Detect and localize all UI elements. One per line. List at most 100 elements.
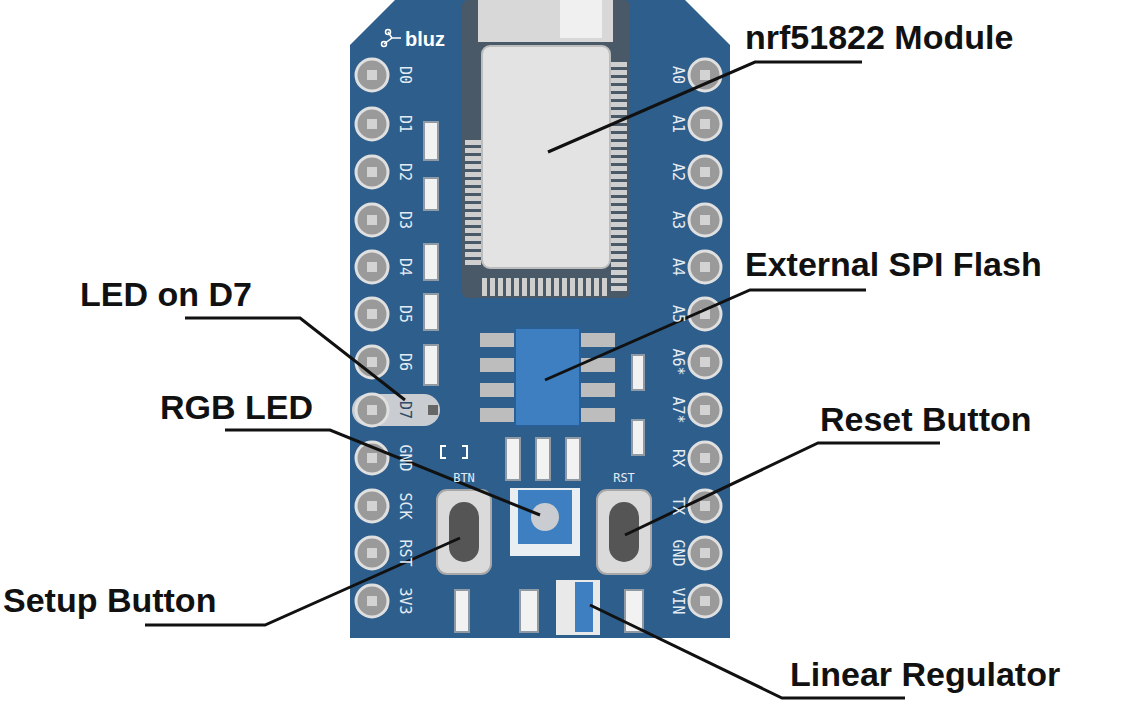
pin-label: RX — [670, 449, 685, 467]
module-castellation — [465, 188, 481, 193]
pin-hole — [367, 262, 377, 272]
module-castellation — [611, 182, 627, 187]
nrf51822-module — [482, 46, 610, 268]
module-castellation — [465, 252, 481, 257]
pin-pad — [689, 346, 721, 378]
logo-icon — [382, 42, 387, 47]
module-castellation — [465, 172, 481, 177]
pin-hole — [700, 262, 710, 272]
callout-label: External SPI Flash — [745, 247, 1042, 281]
pin-hole — [367, 119, 377, 129]
pin-label: SCK — [397, 492, 412, 519]
flash-pin — [480, 383, 516, 397]
pin-label: A4 — [670, 258, 685, 276]
pin-hole — [367, 501, 377, 511]
pin-hole — [367, 596, 377, 606]
callout-label: Reset Button — [820, 402, 1032, 436]
pin-label: D1 — [397, 115, 412, 133]
module-castellation — [611, 94, 627, 99]
module-castellation — [465, 148, 481, 153]
pin-pad — [689, 204, 721, 236]
callout-label: Setup Button — [3, 583, 216, 617]
pin-label: D2 — [397, 163, 412, 181]
module-castellation — [611, 126, 627, 131]
pin-pad — [689, 108, 721, 140]
module-castellation — [530, 278, 535, 296]
module-castellation — [611, 62, 627, 67]
module-castellation — [611, 254, 627, 259]
module-frame — [462, 0, 630, 298]
pin-label: RST — [397, 539, 412, 566]
module-castellation — [522, 278, 527, 296]
module-castellation — [611, 174, 627, 179]
module-castellation — [546, 278, 551, 296]
passive-component — [455, 590, 469, 632]
d7-highlight — [352, 394, 440, 426]
pin-label: GND — [397, 444, 412, 471]
logo-icon — [386, 30, 391, 35]
module-castellation — [570, 278, 575, 296]
pin-label: D6 — [397, 353, 412, 371]
pin-hole — [700, 453, 710, 463]
module-castellation — [594, 278, 599, 296]
module-castellation — [611, 190, 627, 195]
module-castellation — [465, 220, 481, 225]
pin-label: D4 — [397, 258, 412, 276]
regulator-tab — [575, 582, 593, 632]
passive-component — [424, 122, 438, 160]
module-castellation — [602, 278, 607, 296]
pin-pad — [689, 251, 721, 283]
flash-pin — [480, 358, 516, 372]
pin-label: A7* — [670, 396, 685, 423]
module-castellation — [465, 196, 481, 201]
pin-label: TX — [670, 497, 685, 515]
pin-pad — [356, 394, 388, 426]
callout-label: nrf51822 Module — [745, 20, 1013, 54]
module-castellation — [611, 278, 627, 283]
passive-component — [424, 178, 438, 210]
rgb-led-body — [518, 490, 572, 544]
module-castellation — [465, 156, 481, 161]
passive-component — [424, 345, 438, 385]
module-castellation — [611, 262, 627, 267]
pin-pad — [356, 59, 388, 91]
leader-line — [548, 62, 862, 152]
passive-component — [632, 355, 644, 390]
pin-hole — [367, 215, 377, 225]
pin-hole — [700, 167, 710, 177]
callout-label: RGB LED — [160, 390, 313, 424]
pin-label: A6* — [670, 348, 685, 375]
module-castellation — [506, 278, 511, 296]
module-castellation — [482, 278, 487, 296]
pin-pad — [689, 490, 721, 522]
push-button-cap — [449, 502, 479, 562]
pin-hole — [367, 357, 377, 367]
pin-hole — [367, 405, 377, 415]
module-castellation — [611, 206, 627, 211]
passive-component — [424, 244, 438, 280]
flash-pin — [579, 408, 615, 422]
antenna-chip — [560, 0, 602, 38]
module-castellation — [498, 278, 503, 296]
module-castellation — [611, 286, 627, 291]
module-castellation — [611, 158, 627, 163]
flash-pin — [480, 333, 516, 347]
pin-label: VIN — [670, 587, 685, 614]
pin-label: D3 — [397, 211, 412, 229]
pin-hole — [700, 357, 710, 367]
module-castellation — [514, 278, 519, 296]
module-castellation — [465, 244, 481, 249]
pin-label: D7 — [397, 401, 412, 419]
callout-label: LED on D7 — [80, 277, 252, 311]
pin-hole — [367, 70, 377, 80]
pin-pad — [689, 394, 721, 426]
push-button — [597, 490, 651, 574]
pin-label: 3V3 — [397, 587, 412, 614]
passive-component — [536, 438, 550, 480]
module-castellation — [586, 278, 591, 296]
pin-hole — [700, 119, 710, 129]
module-castellation — [611, 222, 627, 227]
module-castellation — [611, 270, 627, 275]
antenna-area — [478, 0, 613, 42]
